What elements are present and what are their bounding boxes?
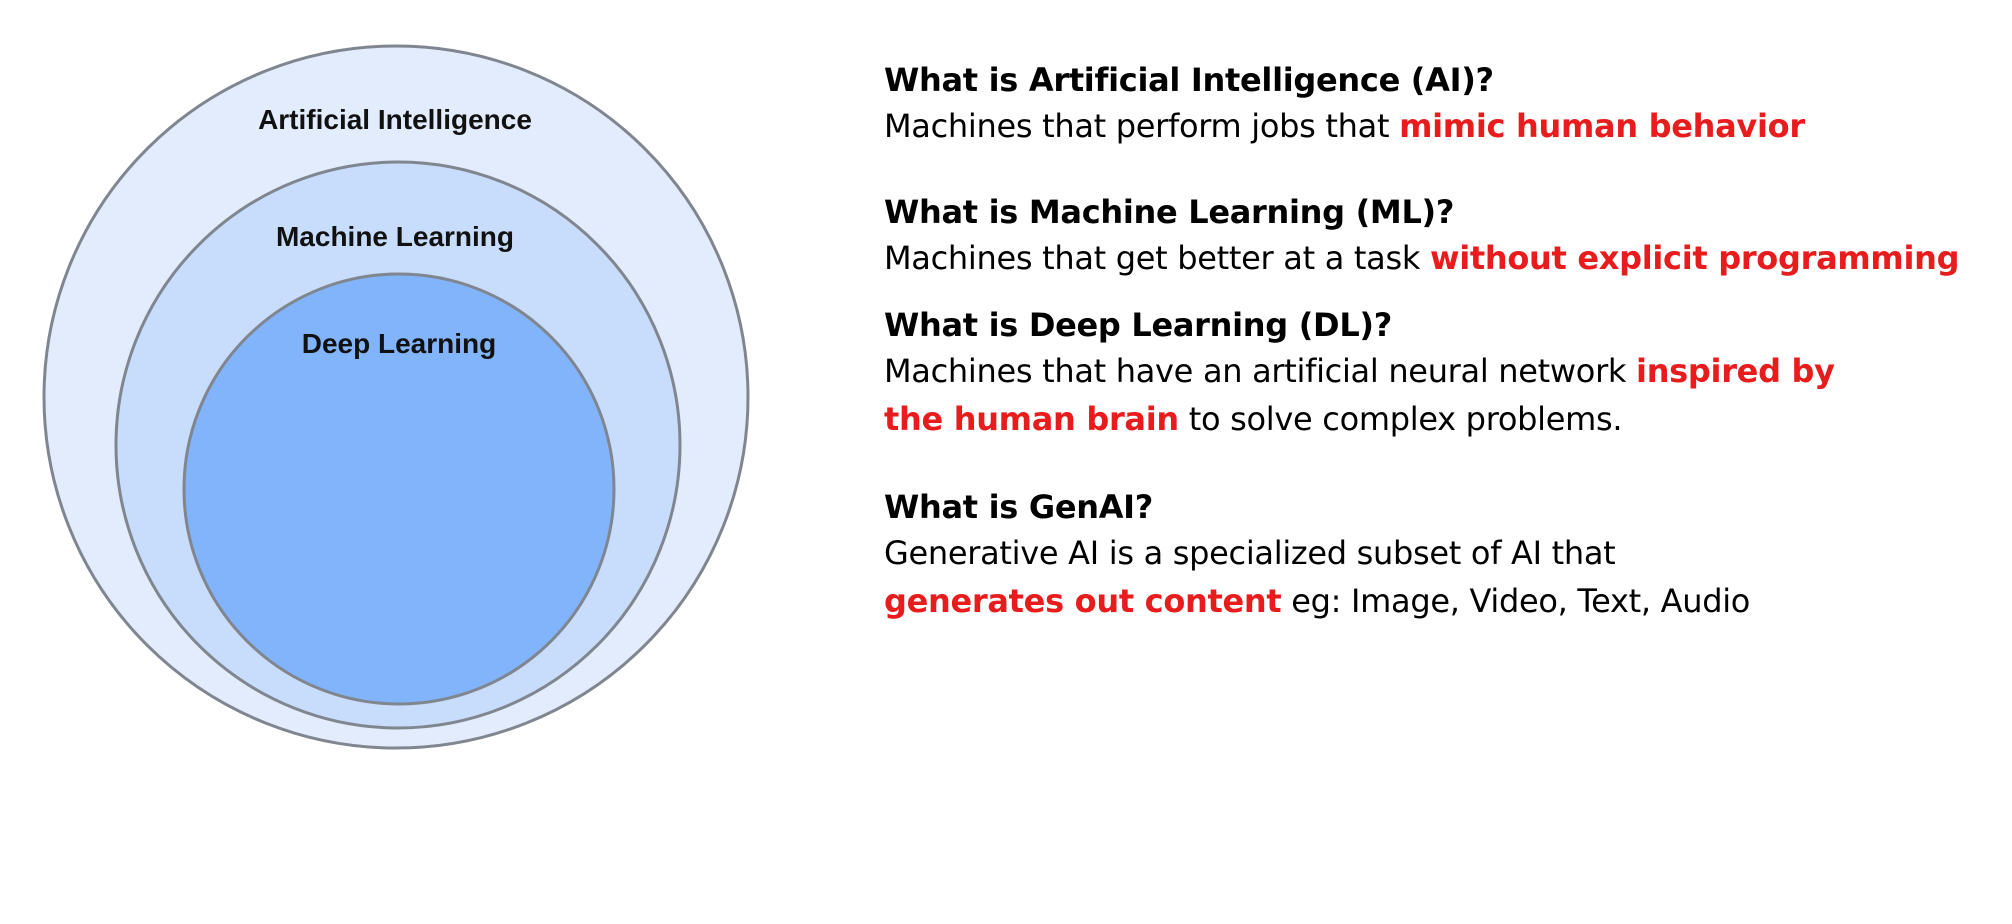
ml-definition: What is Machine Learning (ML)? Machines …: [884, 190, 1960, 282]
dl-question: What is Deep Learning (DL)?: [884, 306, 1392, 344]
ml-answer: Machines that get better at a task witho…: [884, 234, 1960, 282]
genai-answer-line-1: Generative AI is a specialized subset of…: [884, 534, 1616, 572]
ml-question: What is Machine Learning (ML)?: [884, 193, 1455, 231]
dl-answer-text: Machines that have an artificial neural …: [884, 352, 1637, 390]
dl-answer-line-2: the human brain to solve complex problem…: [884, 395, 1835, 443]
ai-answer-text: Machines that perform jobs that: [884, 107, 1400, 145]
dl-answer-highlight: inspired by: [1636, 352, 1835, 390]
ai-question: What is Artificial Intelligence (AI)?: [884, 61, 1494, 99]
dl-answer-text-end: to solve complex problems.: [1178, 400, 1623, 438]
genai-answer-text-end: eg: Image, Video, Text, Audio: [1281, 582, 1751, 620]
nested-circles-diagram: Artificial Intelligence Machine Learning…: [42, 44, 750, 750]
genai-answer-line-2: generates out content eg: Image, Video, …: [884, 577, 1750, 625]
ml-answer-text: Machines that get better at a task: [884, 239, 1430, 277]
ai-answer-highlight: mimic human behavior: [1399, 107, 1805, 145]
machine-learning-label: Machine Learning: [276, 221, 514, 252]
ai-definition: What is Artificial Intelligence (AI)? Ma…: [884, 58, 1805, 150]
dl-answer-highlight-continued: the human brain: [884, 400, 1179, 438]
ml-answer-highlight: without explicit programming: [1429, 239, 1960, 277]
dl-answer-line-1: Machines that have an artificial neural …: [884, 347, 1835, 395]
genai-answer-highlight: generates out content: [884, 582, 1282, 620]
genai-question: What is GenAI?: [884, 488, 1154, 526]
dl-definition: What is Deep Learning (DL)? Machines tha…: [884, 303, 1835, 443]
ai-answer: Machines that perform jobs that mimic hu…: [884, 102, 1805, 150]
deep-learning-label: Deep Learning: [302, 328, 496, 359]
genai-definition: What is GenAI? Generative AI is a specia…: [884, 485, 1750, 625]
artificial-intelligence-label: Artificial Intelligence: [258, 104, 532, 135]
deep-learning-circle: [182, 272, 616, 706]
